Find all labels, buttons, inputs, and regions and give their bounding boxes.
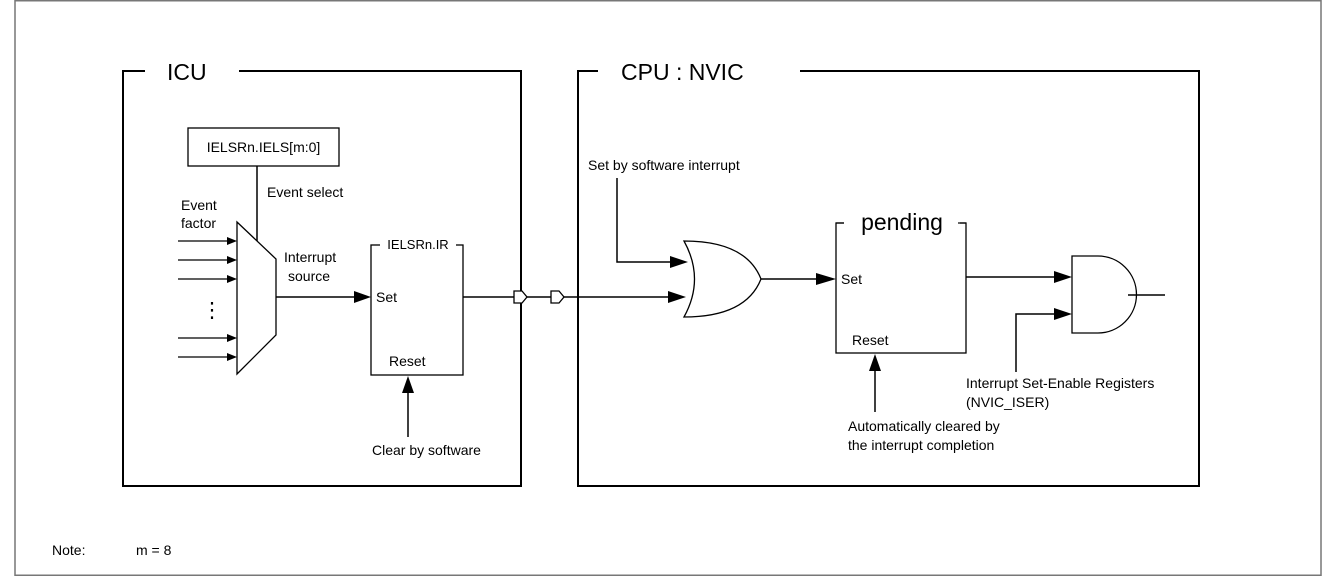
mux-to-ir-arrowhead (354, 291, 371, 303)
iser-line (1015, 313, 1055, 372)
block-connection (463, 290, 686, 304)
event-factor-label-2: factor (181, 215, 216, 231)
event-multiplexer (236, 220, 277, 376)
clear-arrowhead (402, 376, 414, 393)
pending-title-bg (844, 206, 960, 236)
or-to-pending-arrowhead (816, 273, 836, 285)
connector-in (550, 290, 565, 304)
auto-clear-arrowhead (869, 354, 881, 371)
pending-set-label: Set (841, 271, 862, 287)
clear-by-software-label: Clear by software (372, 442, 481, 458)
note-value: m = 8 (136, 542, 172, 558)
cpu-frame (577, 70, 1200, 487)
event-factor-label: Event (181, 197, 217, 213)
icu-title: ICU (167, 59, 207, 85)
outer-frame (14, 0, 1322, 576)
pending-title: pending (861, 209, 943, 235)
iels-register-box (187, 127, 340, 167)
ir-register-box (370, 244, 464, 376)
iser-label-2: (NVIC_ISER) (966, 394, 1049, 410)
pending-box (835, 222, 967, 354)
icu-block: ICU IELSRn.IELS[m:0] Event select Event … (122, 59, 522, 487)
note-label: Note: (52, 542, 85, 558)
interrupt-source-label-2: source (288, 268, 330, 284)
iser-label: Interrupt Set-Enable Registers (966, 375, 1154, 391)
ir-register-label: IELSRn.IR (387, 237, 448, 252)
auto-clear-label-2: the interrupt completion (848, 437, 994, 453)
sw-interrupt-label: Set by software interrupt (588, 157, 740, 173)
ir-reset-label: Reset (389, 353, 426, 369)
cpu-nvic-block: CPU : NVIC Set by software interrupt pen… (577, 59, 1200, 487)
interrupt-source-label: Interrupt (284, 249, 336, 265)
and-gate (1071, 255, 1138, 334)
iser-arrowhead (1054, 308, 1072, 320)
ir-set-label: Set (376, 289, 397, 305)
or-input-arrowhead (668, 291, 686, 303)
pending-to-and-arrowhead (1054, 271, 1072, 283)
or-gate (682, 240, 762, 318)
cpu-title: CPU : NVIC (621, 59, 744, 85)
auto-clear-label: Automatically cleared by (848, 418, 1000, 434)
connector-out (513, 290, 528, 304)
icu-frame (122, 70, 522, 487)
ir-register-title-bg (380, 236, 456, 252)
sw-interrupt-line (616, 178, 670, 263)
event-inputs (178, 237, 237, 361)
iels-register-label: IELSRn.IELS[m:0] (207, 139, 321, 155)
input-ellipsis: ⋮ (202, 299, 223, 322)
event-select-label: Event select (267, 184, 343, 200)
sw-interrupt-arrowhead (670, 256, 688, 268)
pending-reset-label: Reset (852, 332, 889, 348)
